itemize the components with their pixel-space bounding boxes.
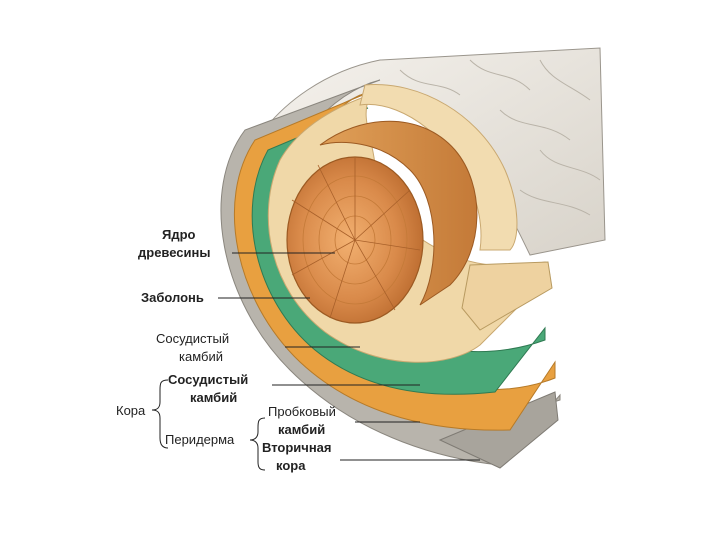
label-periderm: Перидерма (165, 432, 235, 447)
label-heartwood-2: древесины (138, 245, 210, 260)
label-heartwood-1: Ядро (162, 227, 196, 242)
label-sapwood: Заболонь (141, 290, 204, 305)
label-vasc-cambium-2b: камбий (190, 390, 237, 405)
label-vasc-cambium-2a: Сосудистый (168, 372, 248, 387)
label-secondary-bark-1: Вторичная (262, 440, 332, 455)
label-bark: Кора (116, 403, 146, 418)
label-cork-cambium-2: камбий (278, 422, 325, 437)
sapwood-board (462, 262, 552, 330)
label-vasc-cambium-1b: камбий (179, 349, 223, 364)
label-secondary-bark-2: кора (276, 458, 306, 473)
label-cork-cambium-1: Пробковый (268, 404, 336, 419)
label-vasc-cambium-1a: Сосудистый (156, 331, 229, 346)
